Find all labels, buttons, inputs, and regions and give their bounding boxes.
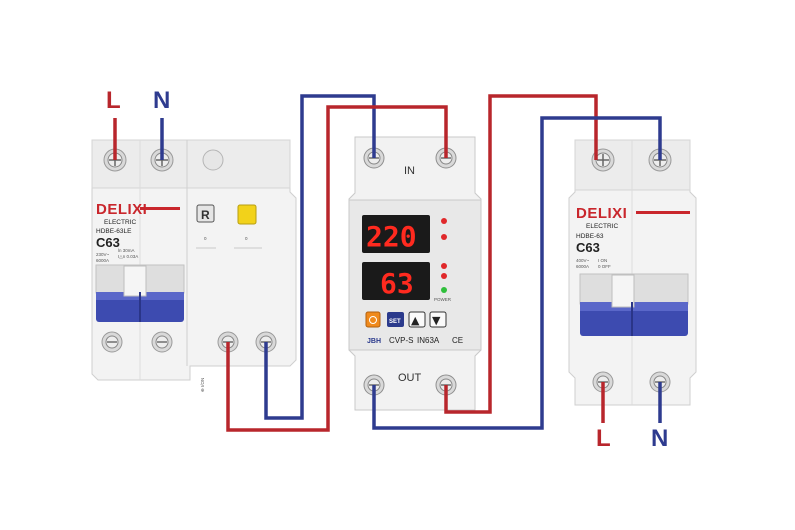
left-breaker-model: HDBE-63LE [96, 228, 132, 235]
power-label: POWER [434, 297, 452, 302]
left-breaker-side-text: ⊕ I/ON [200, 378, 205, 392]
supply-neutral-label: N [153, 87, 170, 114]
load-neutral-label: N [651, 425, 668, 452]
supply-live-label: L [106, 87, 121, 114]
protector-logo: JBH [367, 338, 381, 345]
led-indicator [441, 273, 447, 279]
right-breaker-spec-2: 6000A [576, 264, 589, 269]
up-button[interactable] [408, 311, 426, 328]
down-button[interactable] [429, 311, 447, 328]
right-breaker-spec-4: 0 OFF [598, 264, 611, 269]
set-button[interactable] [387, 312, 404, 327]
down-button-label: ▼ [432, 314, 441, 327]
right-breaker-spec-1: 400V~ [576, 258, 590, 263]
right-breaker: DELIXI ELECTRIC HDBE-63 C63 400V~ 6000A … [568, 139, 697, 406]
reset-mark-right: 0 [245, 236, 248, 241]
set-button-label: SET [389, 319, 401, 325]
protector-rating: IN63A [417, 336, 440, 345]
neutral-wire-to-right-breaker [372, 116, 662, 430]
voltage-display [362, 215, 430, 253]
current-display-value: 63 [380, 267, 414, 300]
voltage-display-value: 220 [366, 220, 417, 253]
reset-mark-left: 0 [204, 236, 207, 241]
right-breaker-brand: DELIXI [576, 205, 627, 222]
left-breaker-brand: DELIXI [96, 201, 147, 218]
right-breaker-model: HDBE-63 [576, 233, 604, 240]
left-breaker-spec-4: I△n 0.03A [118, 254, 138, 259]
right-breaker-subtitle: ELECTRIC [586, 223, 618, 230]
left-breaker-rating: C63 [96, 235, 120, 250]
reset-button[interactable] [237, 204, 257, 225]
load-live-label: L [596, 425, 611, 452]
live-wire-to-right-breaker [444, 94, 598, 414]
power-led [441, 287, 447, 293]
right-breaker-rating: C63 [576, 240, 600, 255]
left-breaker-subtitle: ELECTRIC [104, 219, 136, 226]
protector-model: CVP-S [389, 336, 413, 345]
protector-cert: CE [452, 336, 463, 345]
left-breaker-spec-1: 230V~ [96, 252, 110, 257]
power-button[interactable] [365, 311, 381, 328]
left-breaker-handle[interactable] [95, 264, 185, 322]
test-button-label: R [201, 208, 210, 222]
current-display [362, 262, 430, 300]
led-indicator [441, 234, 447, 240]
led-indicator [441, 263, 447, 269]
right-breaker-top-terminal-l [591, 148, 615, 172]
left-breaker: DELIXI ELECTRIC HDBE-63LE C63 230V~ 6000… [91, 139, 297, 392]
test-button[interactable] [196, 204, 215, 223]
voltage-protector: IN 220 63 POWER SET ▲ ▼ JBH CVP-S IN63A … [348, 136, 482, 411]
right-breaker-handle[interactable] [579, 273, 689, 336]
led-indicator [441, 218, 447, 224]
protector-in-label: IN [404, 165, 415, 177]
live-wire-to-protector-in [226, 105, 448, 432]
right-breaker-spec-3: I ON [598, 258, 607, 263]
left-breaker-spec-2: 6000A [96, 258, 109, 263]
protector-out-label: OUT [398, 372, 422, 384]
up-button-label: ▲ [411, 314, 420, 327]
left-breaker-spec-3: ln 30mA [118, 248, 135, 253]
